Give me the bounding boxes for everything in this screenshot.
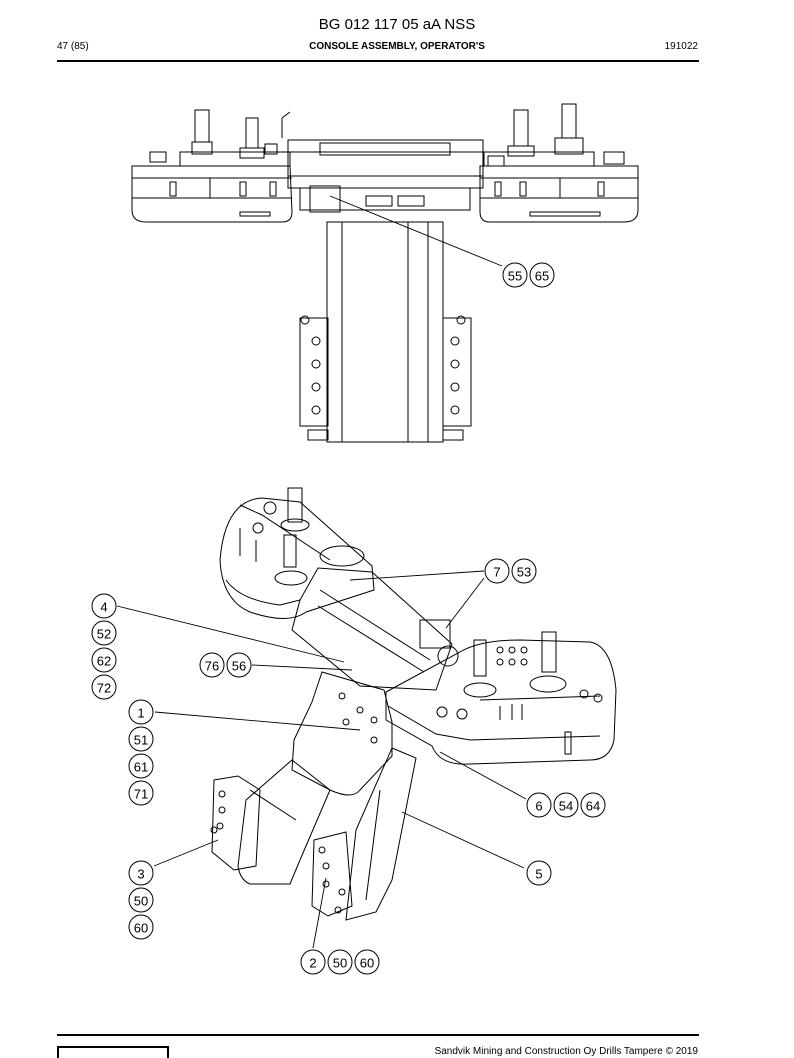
callout-54: 54 xyxy=(559,799,573,814)
callout-5: 5 xyxy=(535,867,542,882)
document-code: 191022 xyxy=(664,41,698,52)
callout-labels: 55 65 7 53 4 52 62 72 76 56 1 51 61 71 6… xyxy=(97,269,600,971)
callout-1: 1 xyxy=(137,706,144,721)
column-leg xyxy=(345,747,417,921)
right-mount-plate xyxy=(311,831,353,917)
left-operator-panel xyxy=(219,497,375,619)
left-joystick-a xyxy=(194,109,210,143)
callout-3: 3 xyxy=(137,867,144,882)
page-number: 47 (85) xyxy=(57,41,89,52)
footer-copyright: Sandvik Mining and Construction Oy Drill… xyxy=(434,1046,698,1057)
callout-62: 62 xyxy=(97,654,111,669)
callout-7: 7 xyxy=(493,565,500,580)
left-bracket xyxy=(299,317,329,427)
callout-60-bottom: 60 xyxy=(360,956,374,971)
callout-61: 61 xyxy=(134,760,148,775)
right-operator-panel xyxy=(385,639,617,765)
callout-71: 71 xyxy=(134,787,148,802)
callout-60-left: 60 xyxy=(134,921,148,936)
callout-50-left: 50 xyxy=(134,894,148,909)
header-rule xyxy=(57,60,699,62)
iso-joystick-a xyxy=(287,487,303,523)
callout-56: 56 xyxy=(232,659,246,674)
callout-65: 65 xyxy=(535,269,549,284)
right-joystick-a xyxy=(513,109,529,147)
page-title: CONSOLE ASSEMBLY, OPERATOR'S xyxy=(309,41,485,52)
column-body xyxy=(326,221,444,443)
callout-50-bottom: 50 xyxy=(333,956,347,971)
callout-52: 52 xyxy=(97,627,111,642)
iso-joystick-b xyxy=(283,534,297,568)
document-number: BG 012 117 05 aA NSS xyxy=(318,16,476,33)
callout-64: 64 xyxy=(586,799,600,814)
callouts xyxy=(91,262,606,975)
right-console xyxy=(479,165,639,223)
center-bridge xyxy=(287,139,484,189)
iso-joystick-c xyxy=(473,639,487,677)
isometric-view xyxy=(210,487,617,921)
callout-2: 2 xyxy=(309,956,316,971)
left-mount-bracket xyxy=(211,775,261,871)
callout-76: 76 xyxy=(205,659,219,674)
callout-4: 4 xyxy=(100,600,107,615)
leader-lines xyxy=(116,195,527,949)
callout-53: 53 xyxy=(517,565,531,580)
footer-rule xyxy=(57,1034,699,1036)
connecting-arm xyxy=(291,567,453,691)
right-bracket xyxy=(442,317,472,427)
callout-51: 51 xyxy=(134,733,148,748)
callout-72: 72 xyxy=(97,681,111,696)
left-joystick-b xyxy=(245,117,259,149)
left-console xyxy=(131,165,293,223)
pedestal-lower xyxy=(237,759,331,885)
callout-55: 55 xyxy=(508,269,522,284)
right-joystick-b xyxy=(561,103,577,139)
company-logo xyxy=(57,1046,169,1058)
iso-joystick-d xyxy=(541,631,557,673)
top-view xyxy=(131,103,639,443)
pedestal-upper xyxy=(291,671,393,796)
cup-holder xyxy=(319,545,365,567)
callout-6: 6 xyxy=(535,799,542,814)
